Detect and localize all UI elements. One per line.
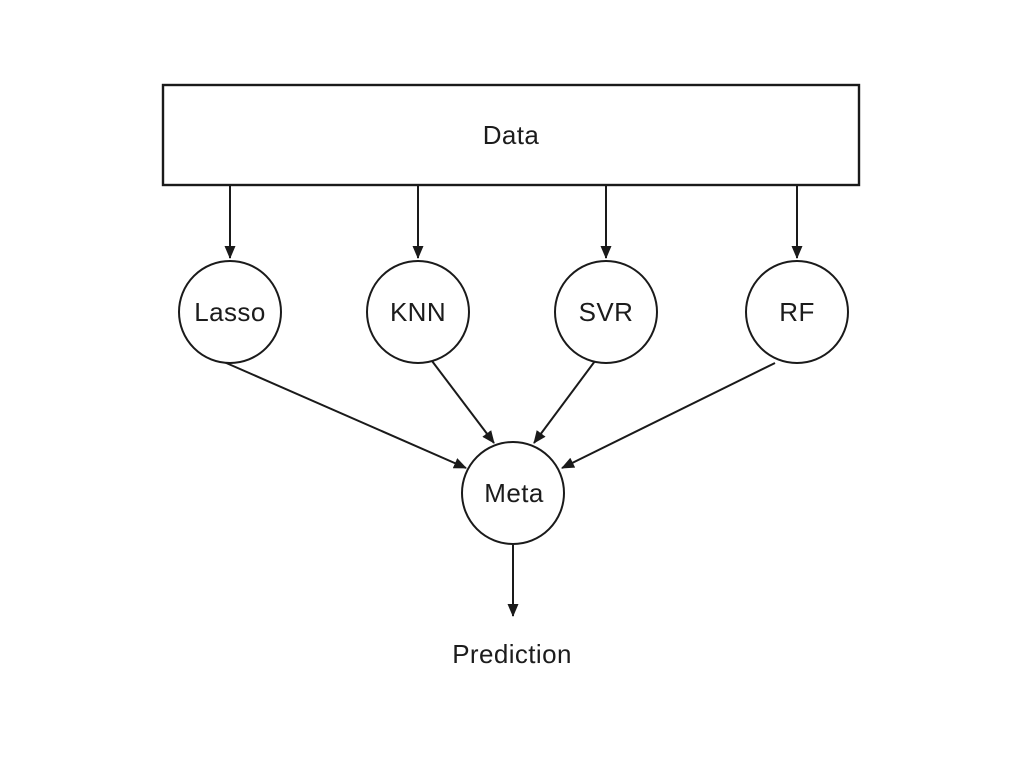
- meta-node-label: Meta: [484, 478, 544, 508]
- svr-node: SVR: [554, 260, 658, 364]
- rf-node-label: RF: [779, 297, 814, 327]
- edge-knn-to-meta: [431, 360, 495, 444]
- svr-node-label: SVR: [579, 297, 634, 327]
- edge-svr-to-meta: [533, 360, 596, 444]
- lasso-node: Lasso: [178, 260, 282, 364]
- rf-node-circle: [745, 260, 849, 364]
- lasso-node-circle: [178, 260, 282, 364]
- svr-node-circle: [554, 260, 658, 364]
- prediction-label: Prediction: [452, 639, 572, 669]
- knn-node-circle: [366, 260, 470, 364]
- meta-node-circle: [461, 441, 565, 545]
- edge-lasso-to-meta: [223, 361, 467, 469]
- rf-node: RF: [745, 260, 849, 364]
- knn-node-label: KNN: [390, 297, 446, 327]
- edge-rf-to-meta: [561, 362, 776, 469]
- lasso-node-label: Lasso: [194, 297, 265, 327]
- data-node-label: Data: [483, 120, 540, 150]
- knn-node: KNN: [366, 260, 470, 364]
- data-node-box: [161, 83, 861, 187]
- meta-node: Meta: [461, 441, 565, 545]
